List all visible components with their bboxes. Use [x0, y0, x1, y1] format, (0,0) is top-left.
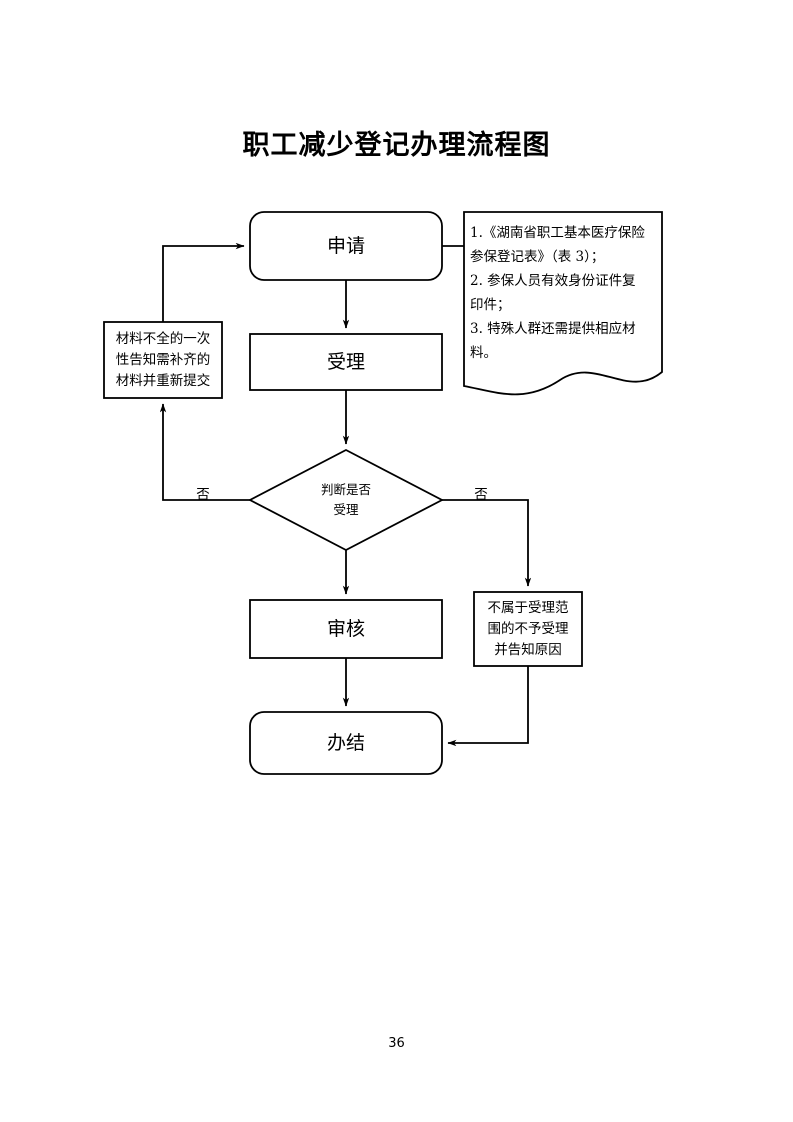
connector-reject-finish	[447, 666, 529, 747]
node-resubmit-shape	[103, 321, 223, 399]
node-reject-shape	[473, 591, 583, 667]
node-finish-shape	[249, 711, 443, 775]
page-number: 36	[388, 1036, 405, 1051]
node-apply-shape	[249, 211, 443, 281]
document-note-shape	[463, 211, 663, 396]
node-accept-shape	[249, 333, 443, 391]
node-decision-shape	[248, 448, 444, 552]
node-review-shape	[249, 599, 443, 659]
connector-decision-no-left	[159, 403, 250, 501]
page-title: 职工减少登记办理流程图	[242, 130, 551, 161]
connector-resubmit-apply	[162, 242, 245, 322]
connector-decision-no-right	[442, 499, 532, 587]
